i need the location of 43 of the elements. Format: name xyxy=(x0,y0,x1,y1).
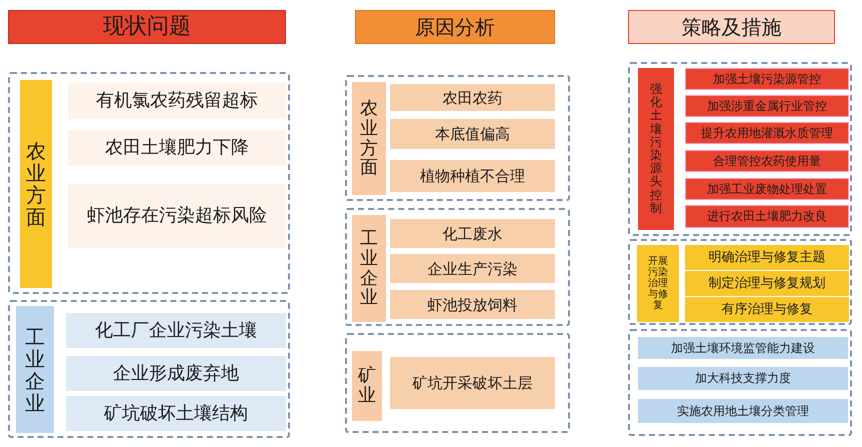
item-box: 加强涉重金属行业管控 xyxy=(685,95,849,117)
dashed-group-frame xyxy=(628,62,852,236)
dashed-group-frame xyxy=(8,72,290,294)
item-box: 明确治理与修复主题 xyxy=(685,245,849,270)
category-label: 工业企业 xyxy=(16,306,54,433)
item-box: 加大科技支撑力度 xyxy=(638,367,848,390)
item-box: 实施农用地土壤分类管理 xyxy=(638,399,848,423)
item-box: 制定治理与修复规划 xyxy=(685,271,849,296)
category-label: 矿业 xyxy=(352,351,382,421)
item-box: 化工厂企业污染土壤 xyxy=(66,313,286,348)
title-banner: 原因分析 xyxy=(355,10,555,44)
category-label: 强化土壤污染源头控制 xyxy=(638,68,674,230)
item-box: 有序治理与修复 xyxy=(685,297,849,322)
item-box: 矿坑开采破坏土层 xyxy=(390,357,555,409)
dashed-group-frame xyxy=(8,300,290,438)
category-label: 农业方面 xyxy=(352,82,386,195)
item-box: 合理管控农药使用量 xyxy=(685,150,849,172)
item-box: 进行农田土壤肥力改良 xyxy=(685,205,849,228)
item-box: 虾池投放饲料 xyxy=(390,290,555,319)
item-box: 化工废水 xyxy=(390,219,555,248)
dashed-group-frame xyxy=(345,75,570,201)
title-banner: 策略及措施 xyxy=(628,10,835,44)
item-box: 加强土壤环境监管能力建设 xyxy=(638,337,848,359)
item-box: 虾池存在污染超标风险 xyxy=(68,184,286,248)
category-label: 工业企业 xyxy=(352,215,386,322)
item-box: 矿坑破坏土壤结构 xyxy=(66,396,286,431)
item-box: 植物种植不合理 xyxy=(390,160,555,192)
item-box: 加强工业废物处理处置 xyxy=(685,178,849,200)
category-label: 农业方面 xyxy=(20,80,52,288)
item-box: 企业形成废弃地 xyxy=(66,356,286,391)
dashed-group-frame xyxy=(345,208,570,326)
item-box: 农田土壤肥力下降 xyxy=(68,130,286,166)
item-box: 本底值偏高 xyxy=(390,119,555,149)
item-box: 提升农用地灌溉水质管理 xyxy=(685,122,849,144)
item-box: 有机氯农药残留超标 xyxy=(68,83,286,119)
dashed-group-frame xyxy=(345,333,570,433)
title-banner: 现状问题 xyxy=(8,10,286,44)
item-box: 农田农药 xyxy=(390,84,555,111)
item-box: 企业生产污染 xyxy=(390,254,555,283)
category-label: 开展污染治理与修复 xyxy=(637,245,679,322)
dashed-group-frame xyxy=(628,239,852,325)
item-box: 加强土壤污染源管控 xyxy=(685,68,849,90)
dashed-group-frame xyxy=(628,329,852,436)
